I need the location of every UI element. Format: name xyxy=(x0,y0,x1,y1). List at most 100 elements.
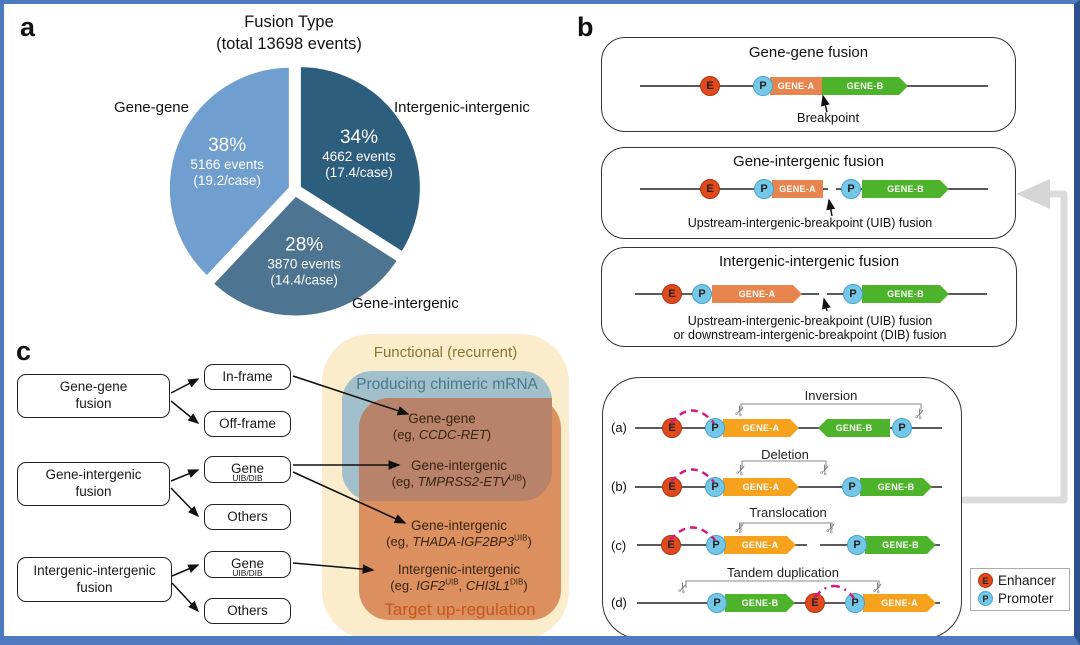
panel-a-label: a xyxy=(20,12,36,42)
gene-intergenic-fusion-box: Gene-intergenic fusion E P GENE-A P GENE… xyxy=(601,147,1016,239)
uib-fusion-caption: Upstream-intergenic-breakpoint (UIB) fus… xyxy=(687,216,933,230)
promoter-icon: P xyxy=(845,593,865,613)
promoter-icon: P xyxy=(707,593,727,613)
tree-source-line1: Intergenic-intergenic xyxy=(33,562,156,578)
uib-fusion-caption: Upstream-intergenic-breakpoint (UIB) fus… xyxy=(687,314,933,328)
promoter-icon: P xyxy=(754,179,774,199)
gene-a-box: GENE-A xyxy=(772,180,823,198)
scissors-icon: ✂ xyxy=(911,405,931,423)
intergenic-intergenic-fusion-box: Intergenic-intergenic fusion E P GENE-A … xyxy=(601,247,1017,347)
venn-entry-example: (eg, THADA-IGF2BP3UIB) xyxy=(386,533,532,549)
tandem-duplication-label: Tandem duplication xyxy=(726,565,840,580)
inversion-label: Inversion xyxy=(804,388,858,403)
venn-entry-example: (eg, TMPRSS2-ETVUIB) xyxy=(391,473,527,489)
pie-category-gene-gene: Gene-gene xyxy=(113,99,189,116)
tree-target-in-frame: In-frame xyxy=(204,364,291,390)
pie-slice xyxy=(210,193,401,319)
panel-c-label: c xyxy=(16,336,32,366)
tree-source-intergenic-intergenic: Intergenic-intergenic fusion xyxy=(17,557,172,602)
enhancer-icon: E xyxy=(661,535,681,555)
breakpoint-gap xyxy=(819,291,827,297)
breakpoint-gap xyxy=(828,186,836,192)
tree-arrow xyxy=(170,400,200,424)
promoter-icon: P xyxy=(841,179,861,199)
promoter-icon: P xyxy=(753,76,773,96)
gene-b-box: GENE-B xyxy=(725,594,795,612)
gene-gene-fusion-title: Gene-gene fusion xyxy=(748,44,869,61)
venn-mrna-label: Producing chimeric mRNA xyxy=(356,376,538,393)
tree-source-line2: fusion xyxy=(75,396,112,411)
gene-a-box: GENE-A xyxy=(712,285,802,303)
enhancer-icon: E xyxy=(700,76,720,96)
pie-slice xyxy=(166,64,292,279)
deletion-label: Deletion xyxy=(761,447,809,462)
gene-intergenic-fusion-title: Gene-intergenic fusion xyxy=(733,153,884,170)
tree-source-line2: fusion xyxy=(76,579,113,595)
promoter-icon: P xyxy=(705,418,725,438)
promoter-icon: P xyxy=(978,591,993,606)
tree-target-others-1: Others xyxy=(204,504,291,530)
scissors-icon: ✂ xyxy=(822,519,842,537)
pie-slice-label: 38%5166 events(19.2/case) xyxy=(190,135,264,188)
gene-a-box: GENE-A xyxy=(863,594,936,612)
scissors-icon: ✂ xyxy=(732,461,752,479)
promoter-icon: P xyxy=(847,535,867,555)
breakpoint-label: Breakpoint xyxy=(796,110,860,125)
gene-a-box: GENE-A xyxy=(724,536,796,554)
panel-b-label: b xyxy=(577,12,594,42)
pie-title: Fusion Type xyxy=(244,13,334,31)
scissors-icon: ✂ xyxy=(869,579,889,597)
gene-b-box: GENE-B xyxy=(862,180,949,198)
venn-functional-label: Functional (recurrent) xyxy=(373,344,518,361)
tree-source-gene-intergenic: Gene-intergenic fusion xyxy=(17,462,170,506)
row-a-label: (a) xyxy=(611,420,627,435)
enhancer-icon: E xyxy=(700,179,720,199)
enhancer-icon: E xyxy=(662,418,682,438)
gene-a-box: GENE-A xyxy=(770,77,822,95)
pie-slice-label: 28%3870 events(14.4/case) xyxy=(267,234,341,287)
promoter-icon: P xyxy=(706,535,726,555)
scissors-icon: ✂ xyxy=(816,461,836,479)
scissors-icon: ✂ xyxy=(731,402,751,420)
row-d-label: (d) xyxy=(611,595,627,610)
gene-a-box: GENE-A xyxy=(723,419,799,437)
venn-entry-example: (eg. IGF2UIB, CHI3L1DIB) xyxy=(390,577,528,593)
venn-entry-title: Gene-gene xyxy=(408,411,476,426)
enhancer-icon: E xyxy=(662,477,682,497)
translocation-label: Translocation xyxy=(749,505,827,520)
enhancer-icon: E xyxy=(978,573,993,588)
promoter-icon: P xyxy=(705,477,725,497)
rearrangement-box: (a) Inversion ✂ ✂ E P GENE-A GENE-B P (b… xyxy=(602,377,962,636)
venn-entry-title: Gene-intergenic xyxy=(410,518,508,533)
tree-source-line2: fusion xyxy=(75,484,112,499)
promoter-icon: P xyxy=(692,284,712,304)
pie-slice-label: 34%4662 events(17.4/case) xyxy=(322,127,396,180)
row-b-label: (b) xyxy=(611,479,627,494)
row-c-label: (c) xyxy=(611,538,627,553)
pie-title-block: Fusion Type (total 13698 events) xyxy=(174,11,404,56)
pie-category-intergenic-intergenic: Intergenic-intergenic xyxy=(394,99,530,116)
tree-arrow xyxy=(170,469,200,482)
pie-category-gene-intergenic: Gene-intergenic xyxy=(352,295,459,312)
gene-b-box: GENE-B xyxy=(818,419,890,437)
tree-arrow xyxy=(171,564,200,577)
gene-b-box: GENE-B xyxy=(865,536,936,554)
venn-target-label: Target up-regulation xyxy=(384,600,536,619)
gene-b-box: GENE-B xyxy=(822,77,908,95)
intergenic-intergenic-fusion-title: Intergenic-intergenic fusion xyxy=(718,253,900,270)
promoter-icon: P xyxy=(842,477,862,497)
dna-line xyxy=(635,293,987,295)
tree-target-others-2: Others xyxy=(204,598,291,624)
gene-gene-fusion-box: Gene-gene fusion E P GENE-A GENE-B Break… xyxy=(601,37,1016,132)
pie-subtitle: (total 13698 events) xyxy=(216,35,362,54)
legend-promoter-label: Promoter xyxy=(998,591,1054,606)
legend-promoter-row: P Promoter xyxy=(978,591,1069,606)
venn-entry-title: Intergenic-intergenic xyxy=(397,562,521,577)
venn-entry-example: (eg, CCDC-RET) xyxy=(392,427,492,442)
legend-enhancer-row: E Enhancer xyxy=(978,573,1069,588)
pie-slice xyxy=(297,64,423,255)
tree-source-gene-gene: Gene-gene fusion xyxy=(17,374,170,418)
scissors-icon: ✂ xyxy=(731,519,751,537)
promoter-icon: P xyxy=(892,418,912,438)
